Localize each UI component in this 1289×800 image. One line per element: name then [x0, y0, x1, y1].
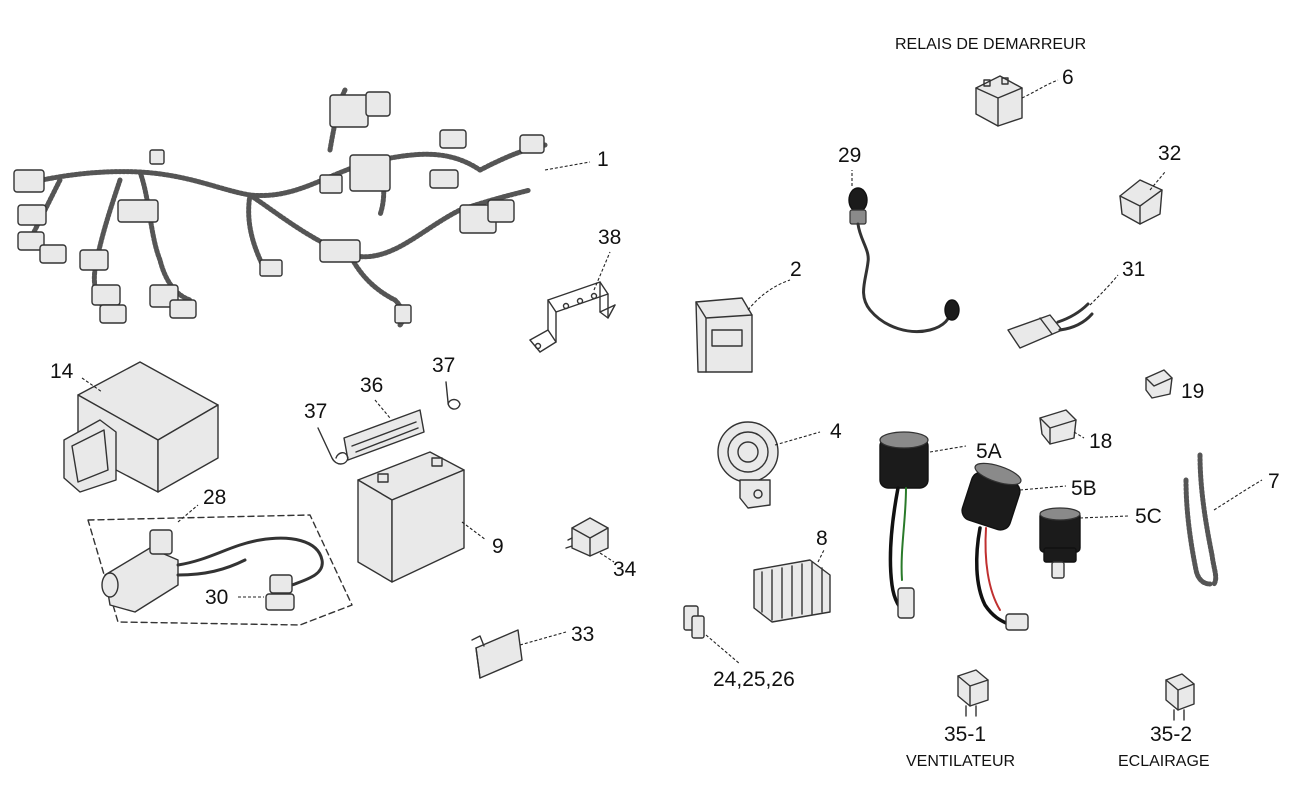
callout-7: 7 [1268, 470, 1280, 493]
eclairage-label: ECLAIRAGE [1118, 753, 1210, 770]
thermo-switch-part-5c [1039, 507, 1129, 579]
callout-5b: 5B [1071, 477, 1097, 500]
callout-32: 32 [1158, 142, 1181, 165]
thermo-switch-part-5a [879, 431, 967, 619]
relay-title-label: RELAIS DE DEMARREUR [895, 36, 1086, 53]
fuses-part-24-25-26 [683, 605, 741, 665]
callout-29: 29 [838, 144, 861, 167]
battery-part-9 [357, 451, 487, 583]
relay-part-32 [1119, 171, 1166, 225]
wiring-harness-part-1 [13, 87, 591, 328]
callout-1: 1 [597, 148, 609, 171]
callout-24-25-26: 24,25,26 [713, 668, 795, 691]
clip-part-37-right [445, 381, 461, 410]
cdi-box-part-14 [63, 361, 219, 493]
thermo-switch-part-5b [961, 462, 1067, 631]
callout-30: 30 [205, 586, 228, 609]
callout-36: 36 [360, 374, 383, 397]
switch-part-31 [1007, 274, 1119, 349]
callout-2: 2 [790, 258, 802, 281]
wire-set-part-7 [1183, 452, 1263, 587]
callout-5a: 5A [976, 440, 1002, 463]
bracket-part-38 [529, 251, 616, 353]
horn-part-4 [717, 421, 821, 509]
callout-18: 18 [1089, 430, 1112, 453]
callout-19: 19 [1181, 380, 1204, 403]
callout-37-left: 37 [304, 400, 327, 423]
callout-9: 9 [492, 535, 504, 558]
callout-34: 34 [613, 558, 637, 581]
starter-relay-part-6 [975, 75, 1059, 127]
callout-5c: 5C [1135, 505, 1162, 528]
callout-35-2: 35-2 [1150, 723, 1192, 746]
callout-14: 14 [50, 360, 74, 383]
battery-strap-part-36 [343, 399, 425, 461]
callout-4: 4 [830, 420, 842, 443]
callout-28: 28 [203, 486, 226, 509]
callout-6: 6 [1062, 66, 1074, 89]
connector-part-19 [1145, 369, 1173, 399]
callout-37-right: 37 [432, 354, 455, 377]
callout-8: 8 [816, 527, 828, 550]
connector-part-18 [1039, 409, 1085, 445]
sensor-part-29 [848, 170, 960, 334]
callout-38: 38 [598, 226, 621, 249]
ventilateur-label: VENTILATEUR [906, 753, 1015, 770]
callout-35-1: 35-1 [944, 723, 986, 746]
clip-part-37-left [317, 427, 349, 465]
callout-33: 33 [571, 623, 594, 646]
rectifier-part-8 [753, 549, 831, 623]
relay-part-35-2 [1165, 673, 1195, 721]
relay-part-35-1 [957, 669, 989, 717]
regulator-part-2 [695, 279, 791, 373]
relay-part-34 [565, 517, 615, 563]
ignition-coil-part-28 [87, 504, 353, 626]
callout-31: 31 [1122, 258, 1145, 281]
fuse-holder-part-33 [471, 629, 567, 679]
